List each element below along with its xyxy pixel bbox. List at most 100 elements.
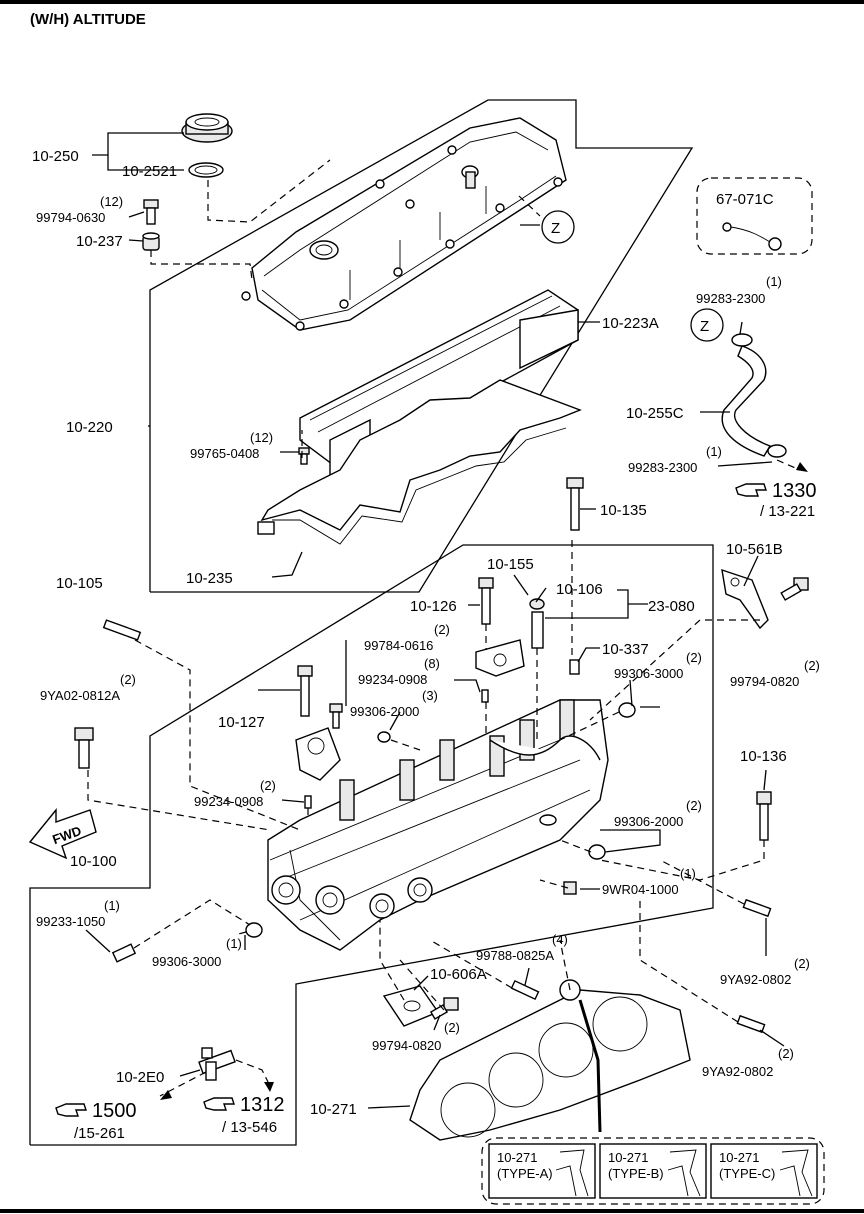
label-99794-0820: 99794-0820 — [372, 1038, 441, 1053]
label-qty: (2) — [260, 778, 276, 793]
bolt-99784-0616 — [329, 703, 343, 729]
valve-cover — [241, 117, 567, 331]
label-23-080: 23-080 — [648, 598, 695, 615]
cylinder-head — [267, 699, 609, 951]
gasket-type-c: 10-271 (TYPE-C) — [710, 1143, 818, 1199]
label-99784-0616: 99784-0616 — [364, 638, 433, 653]
label-10-2e0: 10-2E0 — [116, 1069, 164, 1086]
bolt-99794-0630 — [143, 199, 159, 225]
label-qty: (2) — [794, 956, 810, 971]
label-qty: (2) — [434, 622, 450, 637]
label-99788-0825a: 99788-0825A — [476, 948, 554, 963]
label-99283-2300: 99283-2300 — [628, 460, 697, 475]
label-qty: (2) — [120, 672, 136, 687]
bolt-99788-0825a — [510, 979, 540, 1001]
fwd-arrow-icon: FWD — [28, 808, 97, 860]
label-10-155: 10-155 — [487, 556, 534, 573]
label-qty: (2) — [804, 658, 820, 673]
hand-pointer-icon — [203, 1097, 235, 1111]
label-qty: (12) — [250, 430, 273, 445]
svg-text:10-271: 10-271 — [719, 1150, 759, 1165]
label-ref-1312: 1312 — [240, 1094, 285, 1116]
label-10-106: 10-106 — [556, 581, 603, 598]
label-10-223a: 10-223A — [602, 315, 659, 332]
pin-99234-0908b — [304, 795, 312, 809]
label-qty: (3) — [422, 688, 438, 703]
arrow-heads — [160, 462, 808, 1100]
engine-hanger-10-561b — [721, 568, 769, 630]
wire-clip-box — [696, 177, 813, 255]
stud-10-105 — [102, 619, 142, 641]
pcv-hose — [721, 333, 787, 458]
oil-control-valve-23-080 — [529, 598, 545, 649]
stud-9ya92-0802-upper — [742, 898, 772, 918]
bolt-10-135 — [566, 477, 584, 531]
label-10-561b: 10-561B — [726, 541, 783, 558]
label-10-135: 10-135 — [600, 502, 647, 519]
plug-99306-3000a — [618, 702, 636, 718]
label-67-071c: 67-071C — [716, 191, 774, 208]
label-99765-0408: 99765-0408 — [190, 446, 259, 461]
label-9ya92-0802: 9YA92-0802 — [702, 1064, 773, 1079]
label-10-255c: 10-255C — [626, 405, 684, 422]
label-99234-0908: 99234-0908 — [194, 794, 263, 809]
label-10-105: 10-105 — [56, 575, 103, 592]
label-ref-13-221: / 13-221 — [760, 503, 815, 520]
plug-10-337 — [569, 659, 580, 675]
label-10-606a: 10-606A — [430, 966, 487, 983]
label-qty: (1) — [104, 898, 120, 913]
plug-99306-2000b — [588, 844, 606, 860]
wire-clip-67-071c — [722, 222, 782, 251]
valve-cover-group-frame — [149, 99, 694, 593]
svg-text:(TYPE-C): (TYPE-C) — [719, 1166, 775, 1181]
svg-text:10-271: 10-271 — [497, 1150, 537, 1165]
hand-pointer-icon — [735, 483, 767, 497]
label-qty: (2) — [686, 798, 702, 813]
label-qty: (1) — [766, 274, 782, 289]
grommet-10-237 — [142, 232, 160, 251]
svg-text:Z: Z — [700, 318, 709, 335]
label-10-235: 10-235 — [186, 570, 233, 587]
cylinder-head-group-frame — [29, 544, 714, 1146]
label-10-237: 10-237 — [76, 233, 123, 250]
label-ref-1330: 1330 — [772, 480, 817, 502]
bolt-9ya02-0812a — [74, 727, 94, 769]
filler-cap-seal — [188, 162, 224, 178]
label-10-271: 10-271 — [310, 1101, 357, 1118]
cam-cap-center — [475, 639, 525, 677]
plug-99306-2000a — [377, 731, 391, 743]
label-qty: (1) — [226, 936, 242, 951]
label-99233-1050: 99233-1050 — [36, 914, 105, 929]
gasket-tab — [257, 521, 275, 535]
svg-text:(TYPE-A): (TYPE-A) — [497, 1166, 553, 1181]
label-qty: (2) — [444, 1020, 460, 1035]
label-10-127: 10-127 — [218, 714, 265, 731]
gasket-10-606a — [382, 985, 440, 1027]
label-99283-2300: 99283-2300 — [696, 291, 765, 306]
gasket-type-a: 10-271 (TYPE-A) — [488, 1143, 596, 1199]
label-10-2521: 10-2521 — [122, 163, 177, 180]
label-qty: (1) — [706, 444, 722, 459]
svg-text:Z: Z — [551, 220, 560, 237]
label-qty: (8) — [424, 656, 440, 671]
label-9wr04-1000: 9WR04-1000 — [602, 882, 679, 897]
bolt-10-127 — [297, 665, 313, 717]
label-qty: (4) — [552, 932, 568, 947]
plug-99306-3000b — [245, 922, 263, 938]
gasket-type-box — [481, 1137, 825, 1205]
label-qty: (2) — [778, 1046, 794, 1061]
label-ref-1500: 1500 — [92, 1100, 137, 1122]
bolt-10-126 — [478, 577, 494, 625]
gasket-type-leader — [578, 999, 602, 1133]
label-10-337: 10-337 — [602, 641, 649, 658]
solid-leaders — [85, 132, 785, 1109]
page-title: (W/H) ALTITUDE — [30, 11, 146, 28]
label-10-250: 10-250 — [32, 148, 79, 165]
label-10-220: 10-220 — [66, 419, 113, 436]
svg-text:10-271: 10-271 — [608, 1150, 648, 1165]
pin-99234-0908a — [481, 689, 489, 703]
svg-text:(TYPE-B): (TYPE-B) — [608, 1166, 664, 1181]
label-10-100: 10-100 — [70, 853, 117, 870]
cam-cap-left — [295, 727, 341, 781]
